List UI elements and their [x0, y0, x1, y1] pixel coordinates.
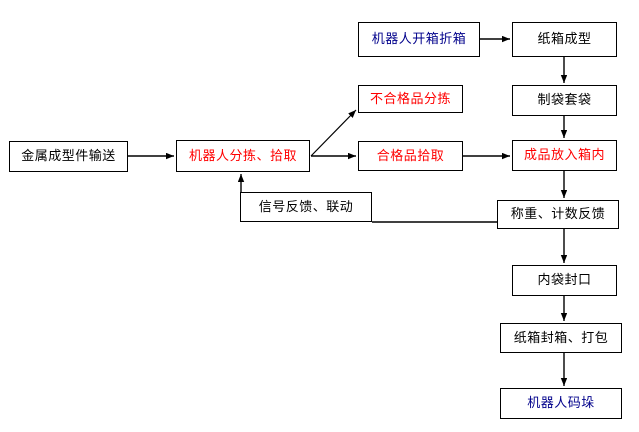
node-inner-bag-sealing[interactable]: 内袋封口 — [512, 265, 617, 296]
node-label: 信号反馈、联动 — [258, 199, 354, 215]
node-label: 机器人分拣、拾取 — [188, 148, 297, 164]
node-label: 成品放入箱内 — [523, 148, 605, 163]
node-reject-sorting[interactable]: 不合格品分拣 — [358, 85, 463, 113]
node-metal-feed[interactable]: 金属成型件输送 — [9, 141, 128, 172]
node-carton-forming[interactable]: 纸箱成型 — [512, 22, 617, 57]
node-label: 不合格品分拣 — [369, 91, 451, 107]
node-qualified-pick[interactable]: 合格品拾取 — [358, 141, 463, 171]
node-label: 称重、计数反馈 — [510, 207, 606, 222]
node-label: 纸箱成型 — [537, 32, 592, 47]
node-product-into-box[interactable]: 成品放入箱内 — [512, 140, 617, 171]
node-label: 内袋封口 — [537, 273, 592, 288]
node-label: 合格品拾取 — [376, 148, 445, 164]
node-weigh-count-feedback[interactable]: 称重、计数反馈 — [497, 200, 619, 229]
node-label: 纸箱封箱、打包 — [513, 330, 609, 346]
node-label: 机器人开箱折箱 — [371, 32, 467, 47]
node-label: 金属成型件输送 — [21, 149, 116, 164]
node-signal-feedback[interactable]: 信号反馈、联动 — [240, 192, 372, 222]
node-carton-seal-pack[interactable]: 纸箱封箱、打包 — [500, 323, 622, 353]
node-robot-palletizing[interactable]: 机器人码垛 — [500, 388, 622, 419]
node-robot-open-fold-carton[interactable]: 机器人开箱折箱 — [358, 22, 480, 57]
node-bag-making-sleeving[interactable]: 制袋套袋 — [512, 85, 617, 116]
node-robot-sort-pick[interactable]: 机器人分拣、拾取 — [176, 140, 310, 172]
node-label: 制袋套袋 — [537, 93, 592, 108]
node-label: 机器人码垛 — [527, 396, 595, 411]
edge-robot-sort-to-reject-sorting — [310, 109, 357, 157]
